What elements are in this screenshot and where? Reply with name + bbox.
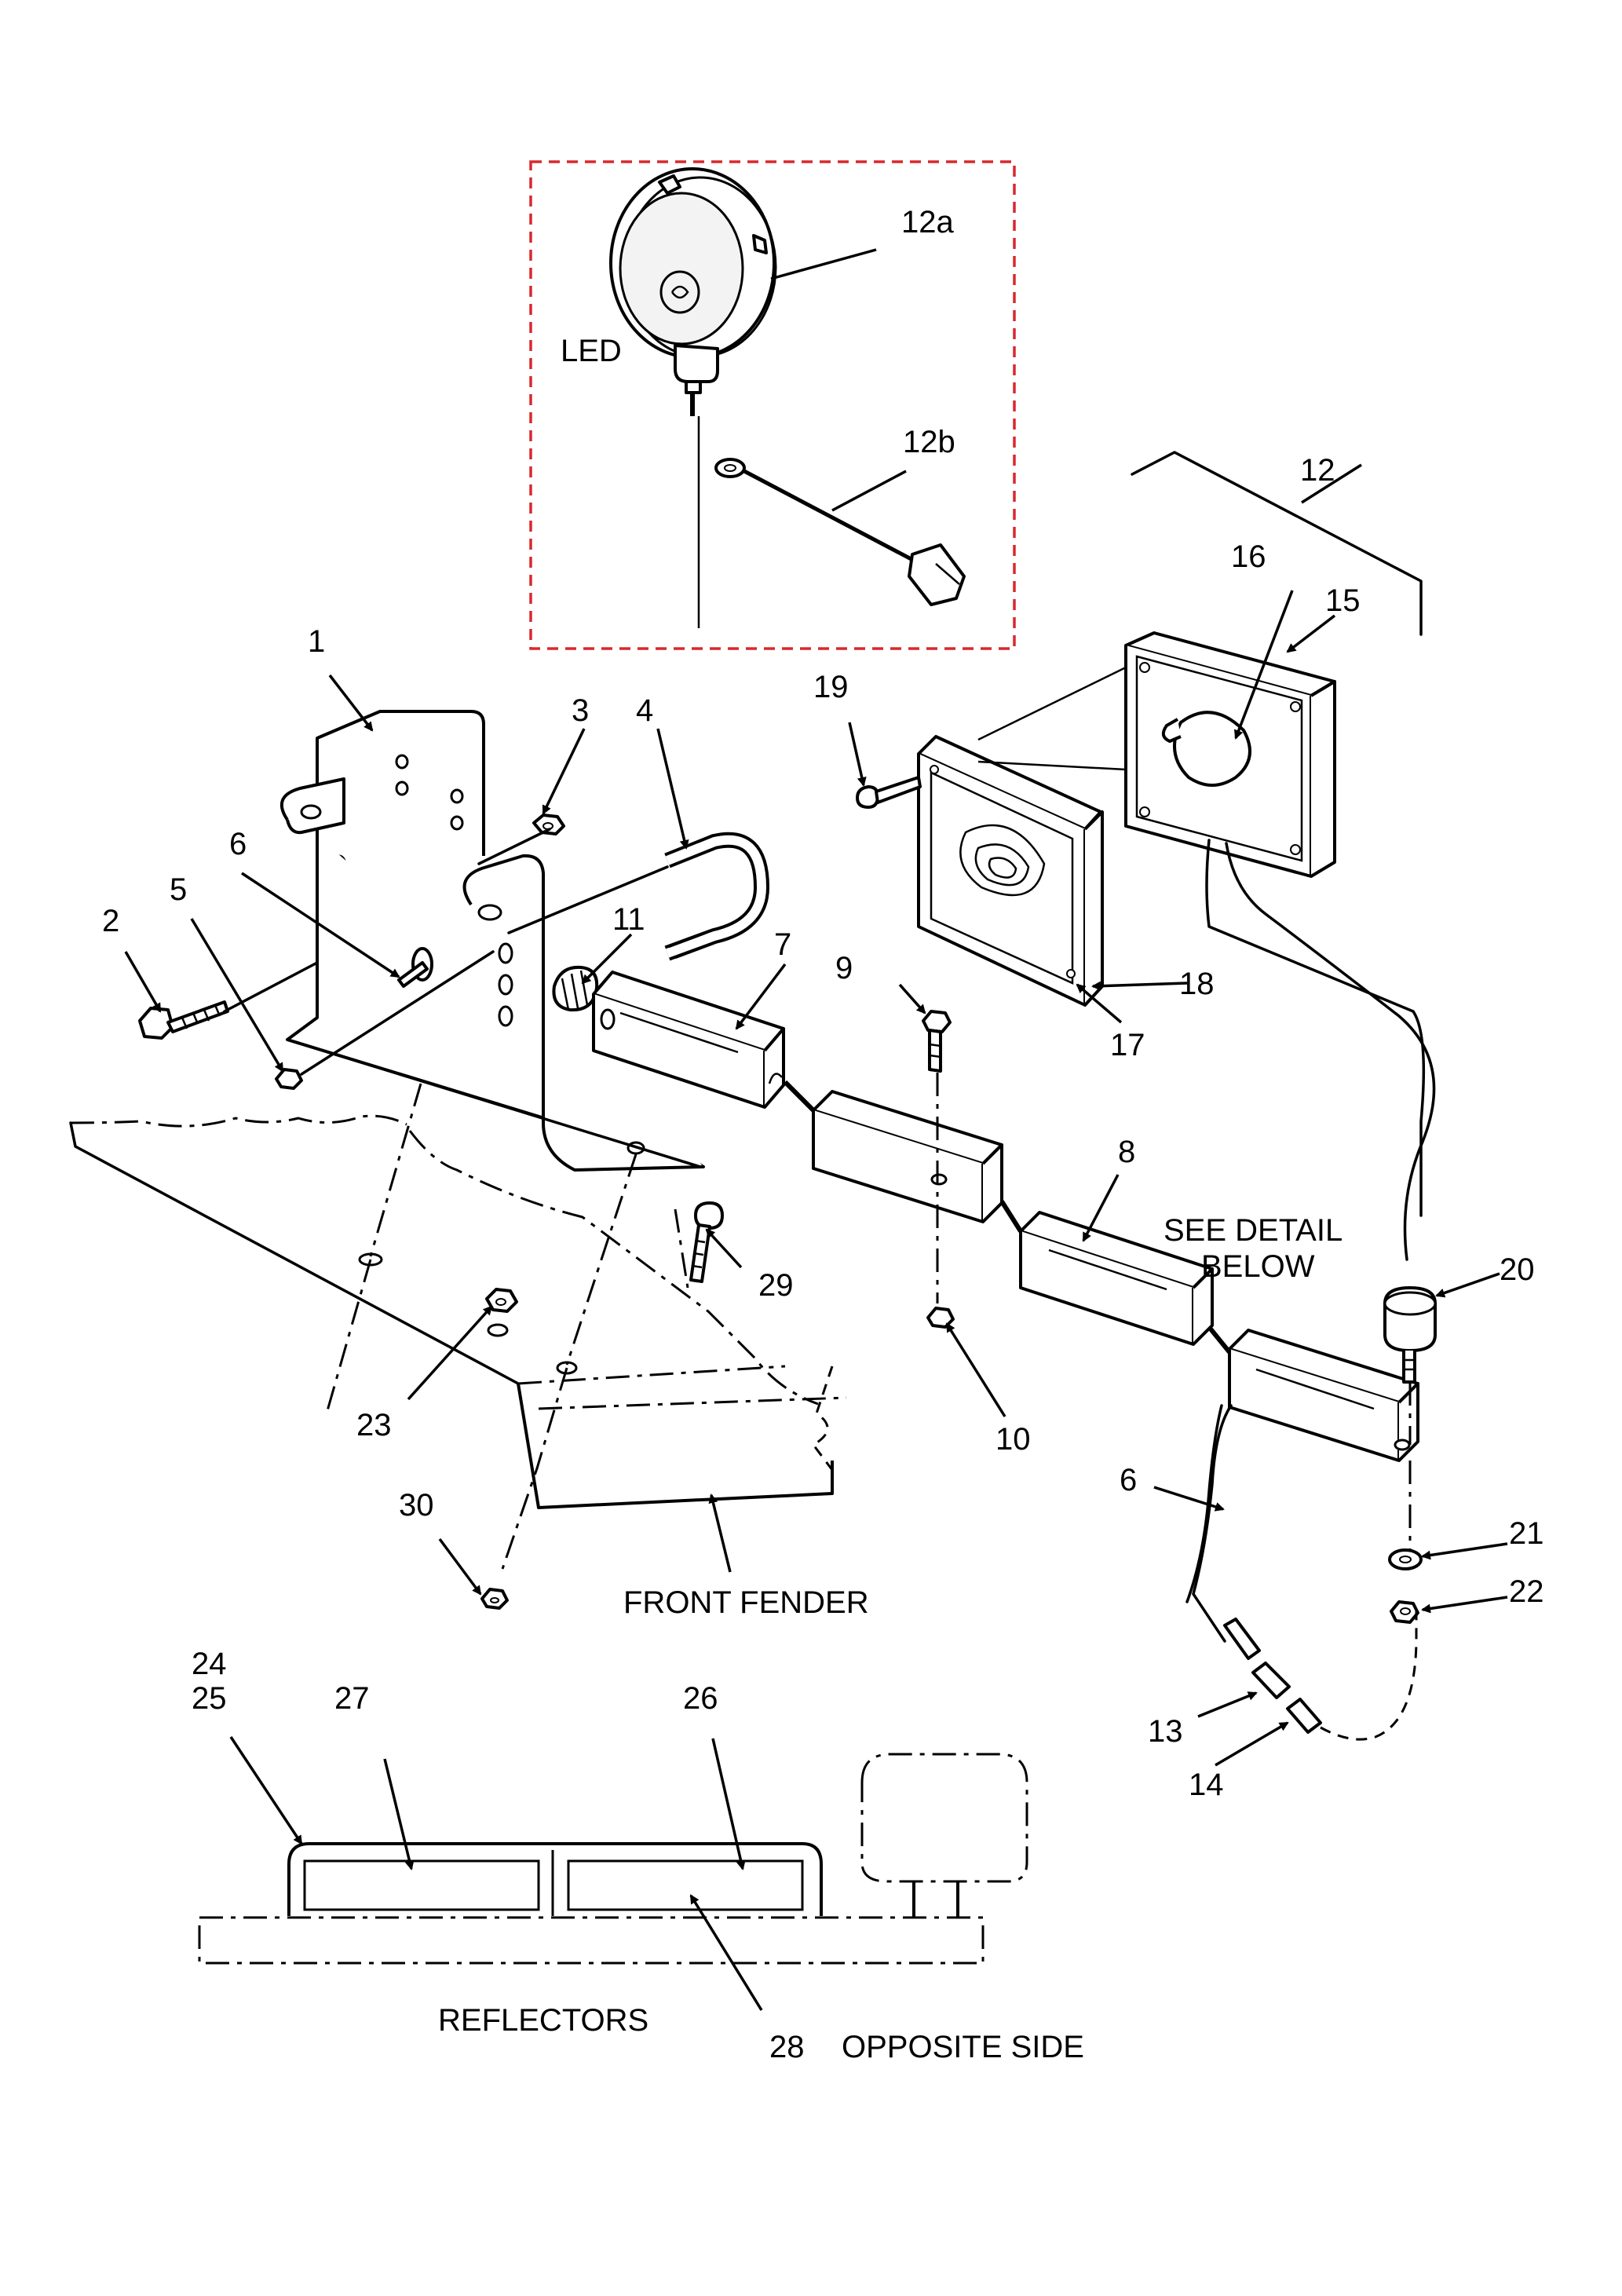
callout-4: 4	[636, 693, 653, 728]
reflectors-label: REFLECTORS	[438, 2003, 648, 2038]
screw	[689, 1201, 724, 1283]
grommet	[1383, 1286, 1437, 1384]
callout-27: 27	[334, 1681, 370, 1716]
callout-11: 11	[612, 902, 645, 937]
callout-6a: 6	[229, 827, 247, 861]
callout-19: 19	[813, 670, 849, 704]
nut	[275, 1068, 303, 1090]
callout-16: 16	[1231, 539, 1266, 574]
lamp-lens	[917, 735, 1104, 1007]
callout-29: 29	[758, 1268, 794, 1303]
callout-12b: 12b	[903, 425, 955, 459]
callout-5: 5	[170, 872, 187, 907]
callout-7: 7	[774, 927, 791, 962]
callout-18: 18	[1179, 967, 1215, 1001]
tube-7	[592, 971, 785, 1109]
washer	[1388, 1548, 1423, 1570]
nut	[532, 813, 565, 835]
assembly-brace-12	[1131, 451, 1423, 636]
nut	[480, 1588, 509, 1610]
callout-28: 28	[769, 2030, 805, 2064]
callout-30: 30	[399, 1488, 434, 1523]
lamp-housing	[1124, 631, 1336, 878]
nut	[485, 1288, 518, 1313]
led-wiring-harness	[714, 458, 966, 606]
callout-14: 14	[1189, 1768, 1224, 1802]
text-labels: SEE DETAIL BELOW FRONT FENDER REFLECTORS…	[438, 1213, 1343, 2064]
tube-8	[1019, 1211, 1214, 1346]
nut	[1390, 1600, 1419, 1624]
screw	[856, 776, 922, 809]
connector	[1223, 1618, 1322, 1734]
callout-25: 25	[192, 1681, 227, 1716]
led-work-lamp	[609, 167, 777, 628]
callout-8: 8	[1118, 1135, 1135, 1169]
callout-12a: 12a	[901, 205, 954, 239]
leader-lines	[124, 463, 1508, 2011]
screw	[138, 1000, 229, 1040]
opposite-side-label: OPPOSITE SIDE	[842, 2030, 1084, 2064]
led-detail-box: 12a LED 12b	[529, 160, 1016, 650]
callout-10: 10	[995, 1422, 1031, 1457]
front-fender-label: FRONT FENDER	[623, 1585, 869, 1620]
see-detail-below-label: BELOW	[1201, 1249, 1315, 1284]
callout-15: 15	[1325, 583, 1361, 618]
see-detail-label: SEE DETAIL	[1164, 1213, 1343, 1248]
wire-harness	[1192, 1404, 1233, 1643]
callout-numbers: 1 2 3 4 5 6 11 7 9 10 8 12 16 15 19 18 1…	[102, 453, 1544, 2064]
mounting-bracket	[279, 710, 705, 1172]
pin	[397, 947, 433, 988]
callout-21: 21	[1509, 1516, 1544, 1551]
callout-2: 2	[102, 904, 119, 938]
callout-20: 20	[1500, 1252, 1535, 1287]
callout-6b: 6	[1120, 1463, 1137, 1497]
callout-9: 9	[835, 951, 853, 985]
callout-13: 13	[1148, 1714, 1183, 1749]
callout-22: 22	[1509, 1574, 1544, 1609]
callout-17: 17	[1110, 1028, 1145, 1062]
leader-12a	[770, 248, 877, 280]
front-fender	[69, 1114, 847, 1509]
callout-23: 23	[356, 1408, 392, 1442]
u-bolt	[664, 832, 770, 961]
tube-inner-2	[1228, 1329, 1419, 1462]
callout-12: 12	[1300, 453, 1335, 488]
leader-12b	[831, 470, 907, 512]
callout-24: 24	[192, 1647, 227, 1681]
callout-3: 3	[572, 693, 589, 728]
reflector-diagram	[198, 1753, 1028, 1965]
tube-inner-1	[812, 1090, 1003, 1223]
callout-26: 26	[683, 1681, 718, 1716]
callout-1: 1	[308, 624, 325, 659]
nut	[926, 1307, 955, 1329]
bolt	[922, 1010, 952, 1073]
detail-box-border	[529, 160, 1016, 650]
led-label: LED	[561, 334, 622, 368]
